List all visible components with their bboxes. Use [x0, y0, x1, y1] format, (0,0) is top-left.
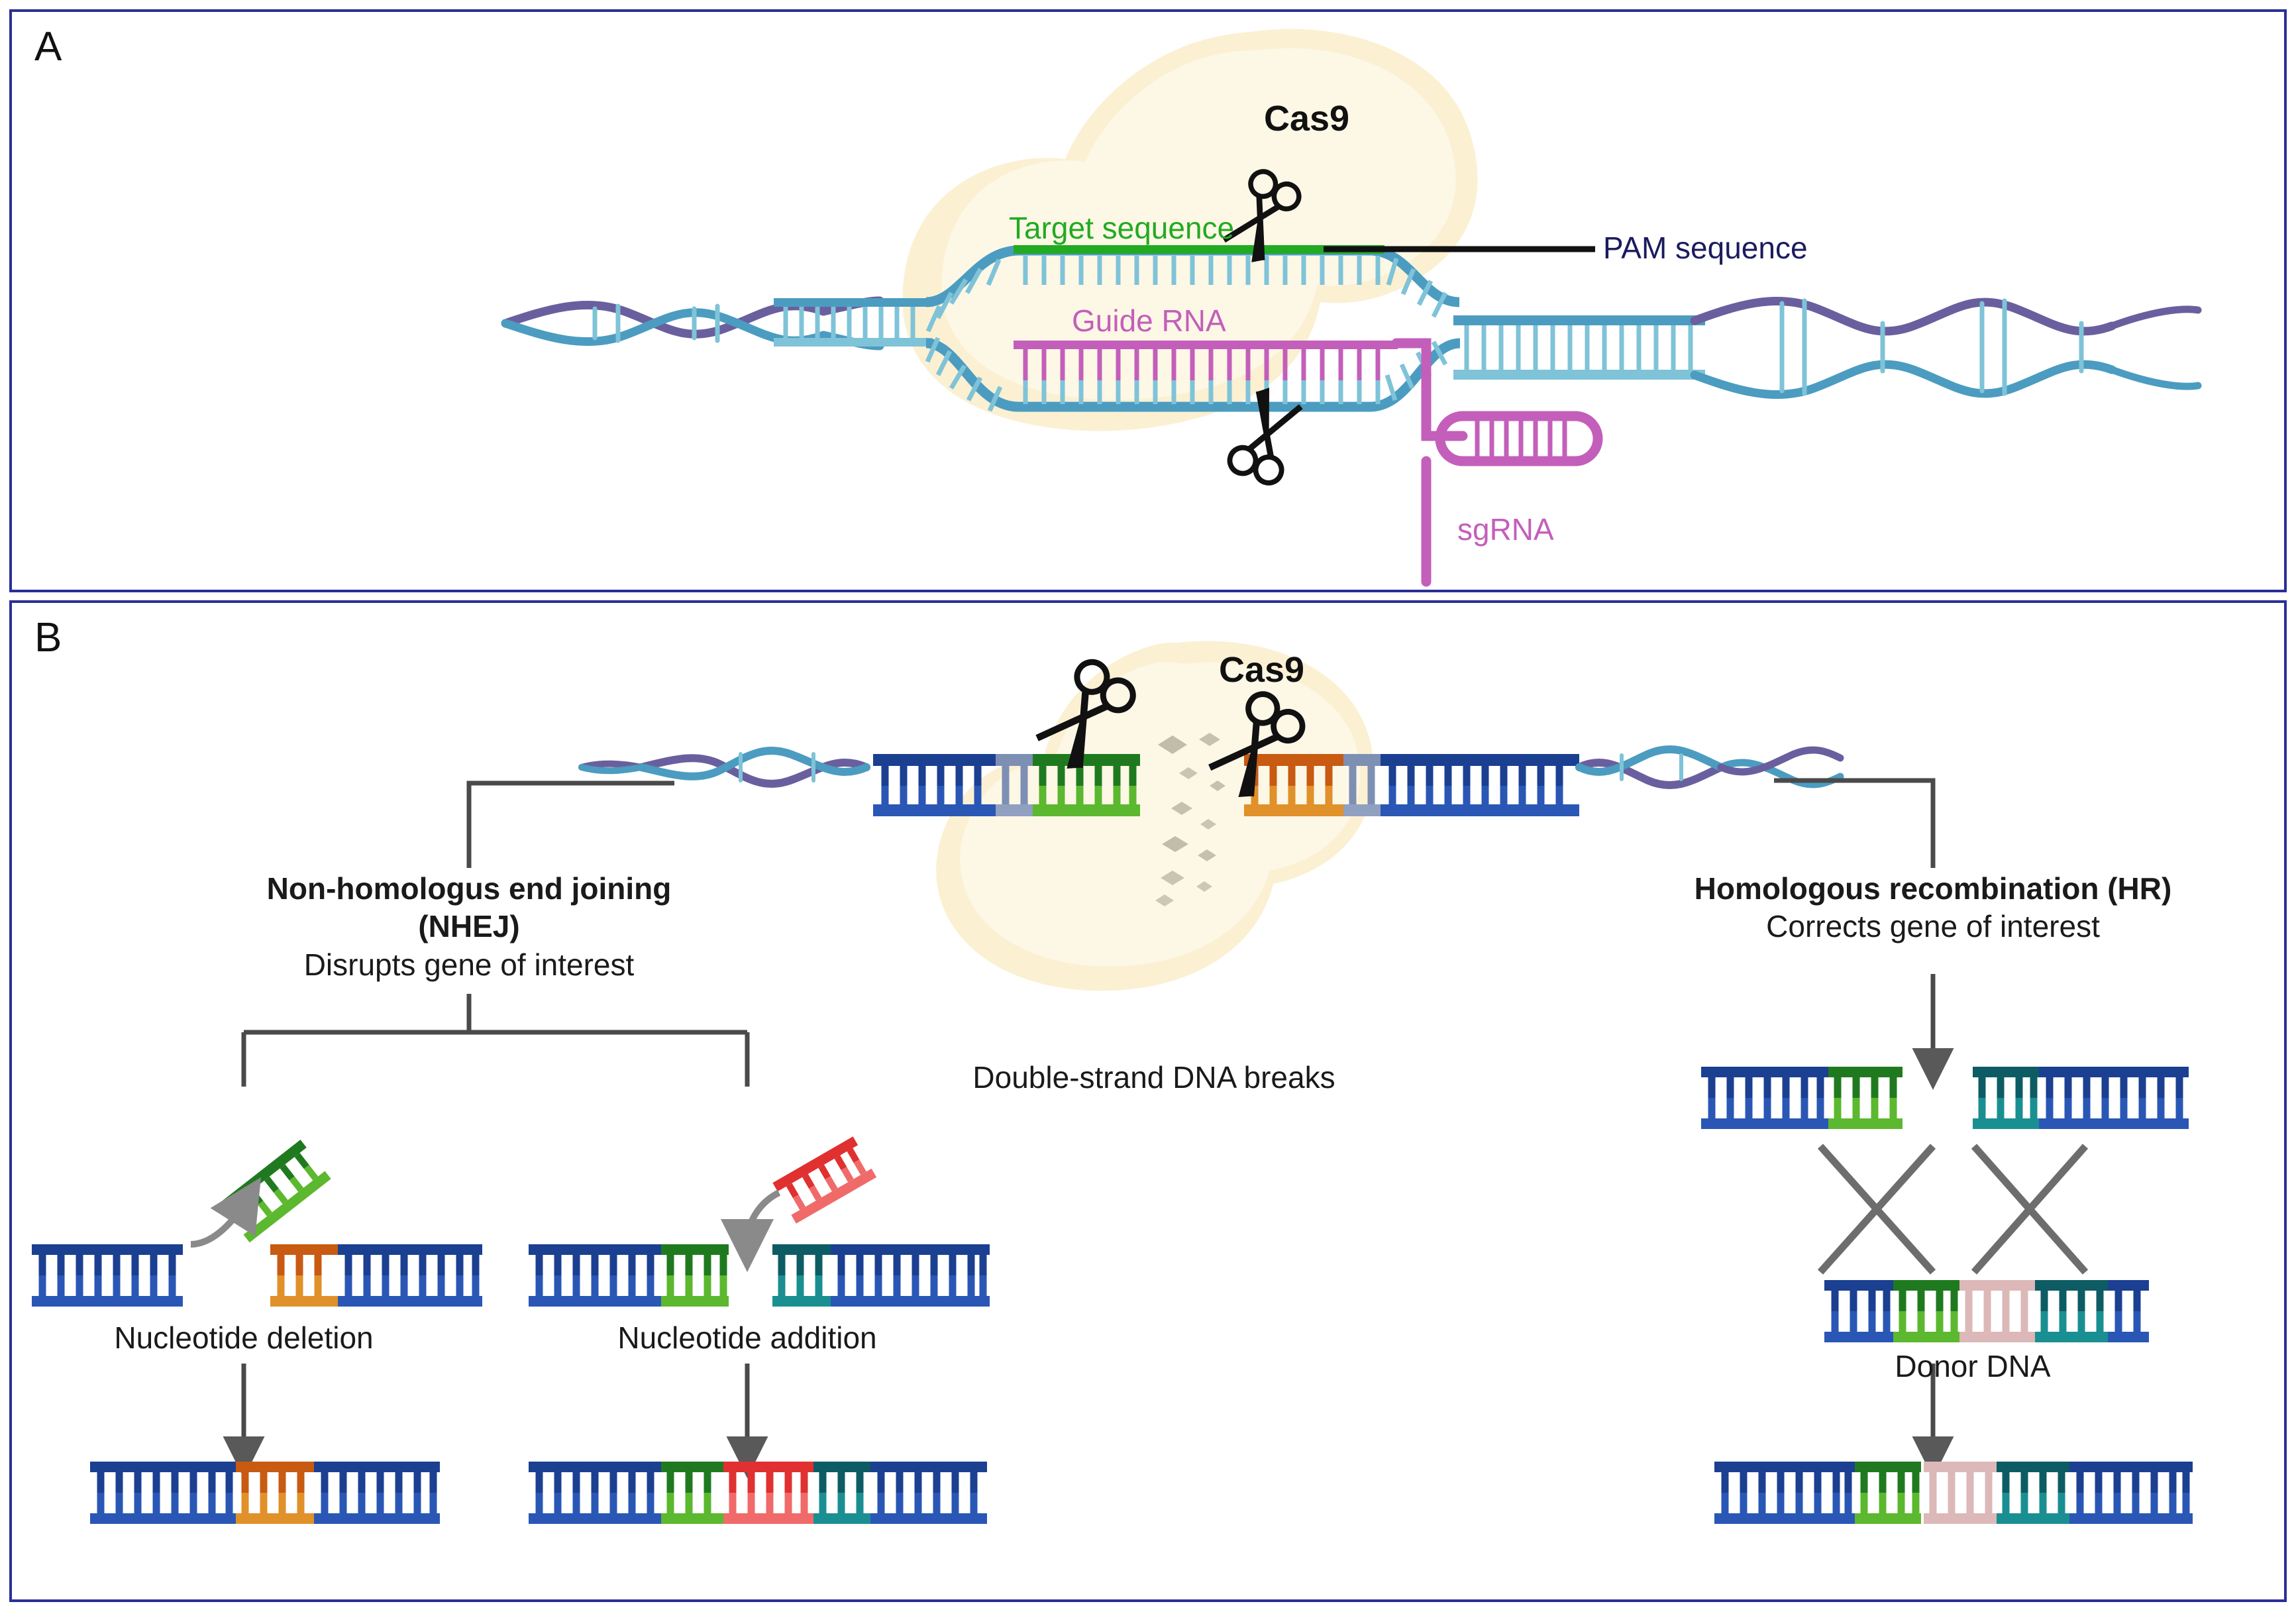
addition-product-ladder [529, 1462, 987, 1524]
addition-right-fragment [772, 1244, 990, 1307]
hr-upper-left-strand [1701, 1067, 1903, 1129]
hr-title: Homologous recombination (HR) [1694, 871, 2172, 906]
hr-product-ladder [1714, 1462, 2193, 1524]
hr-upper-right-strand [1973, 1067, 2189, 1129]
addition-left-fragment [529, 1244, 729, 1307]
panel-b-graphic [32, 641, 2193, 1524]
panel-a-graphic [501, 28, 2202, 587]
target-sequence-label: Target sequence [1009, 211, 1235, 245]
dsb-ladder-right [1244, 754, 1579, 816]
sgrna-label: sgRNA [1457, 512, 1554, 547]
dsb-helix-left [578, 747, 870, 788]
scissors-icon-top [1222, 169, 1302, 262]
inserted-red-fragment [772, 1136, 877, 1224]
hr-donor-dna [1824, 1280, 2149, 1342]
panel-a-cas9-label: Cas9 [1264, 99, 1350, 138]
pam-sequence-label: PAM sequence [1603, 231, 1808, 265]
dna-helix-right [1690, 296, 2202, 400]
guide-rna-bar [1014, 341, 1398, 349]
dsb-label: Double-strand DNA breaks [972, 1060, 1335, 1095]
deletion-eject-arrow [190, 1177, 261, 1248]
nhej-subbranch [241, 994, 750, 1087]
dna-flat-right [1453, 315, 1705, 380]
excised-green-fragment [219, 1140, 331, 1243]
dna-flat-left [774, 298, 933, 347]
nucleotide-addition-label: Nucleotide addition [617, 1320, 877, 1355]
target-sequence-bar [1014, 245, 1384, 254]
sgrna-hairpin [1391, 338, 1603, 587]
nhej-title-line1: Non-homologus end joining [266, 871, 672, 906]
panel-a: A [9, 9, 2287, 592]
deletion-left-fragment [32, 1244, 183, 1307]
sgrna-rungs [1475, 419, 1567, 458]
addition-insert-arrow [721, 1189, 781, 1272]
panel-a-letter: A [34, 24, 62, 70]
dsb-ladder-left [873, 754, 1140, 816]
nucleotide-deletion-label: Nucleotide deletion [114, 1320, 374, 1355]
cas9-protein-blob-b [936, 641, 1374, 991]
deletion-product-ladder [90, 1462, 440, 1524]
dna-bubble-bottom-strand [925, 337, 1461, 412]
panel-b: B [9, 600, 2287, 1602]
dna-debris-fragments [1155, 733, 1226, 906]
scissors-icon-b-left [1035, 659, 1136, 769]
branch-connectors [466, 778, 1936, 868]
panel-b-cas9-label: Cas9 [1219, 650, 1305, 690]
nhej-title-line2: (NHEJ) [418, 909, 520, 943]
scissors-icon-bottom [1227, 388, 1303, 486]
cas9-protein-blob [902, 28, 1478, 431]
nhej-subtitle: Disrupts gene of interest [303, 947, 635, 982]
dna-bubble-top-strand [925, 245, 1460, 333]
deletion-right-fragment [270, 1244, 482, 1307]
donor-dna-label: Donor DNA [1895, 1349, 2051, 1383]
hr-crossovers [1817, 1144, 2089, 1275]
hr-subtitle: Corrects gene of interest [1766, 909, 2100, 943]
guide-rna-label: Guide RNA [1072, 303, 1226, 338]
panel-b-letter: B [34, 615, 62, 661]
